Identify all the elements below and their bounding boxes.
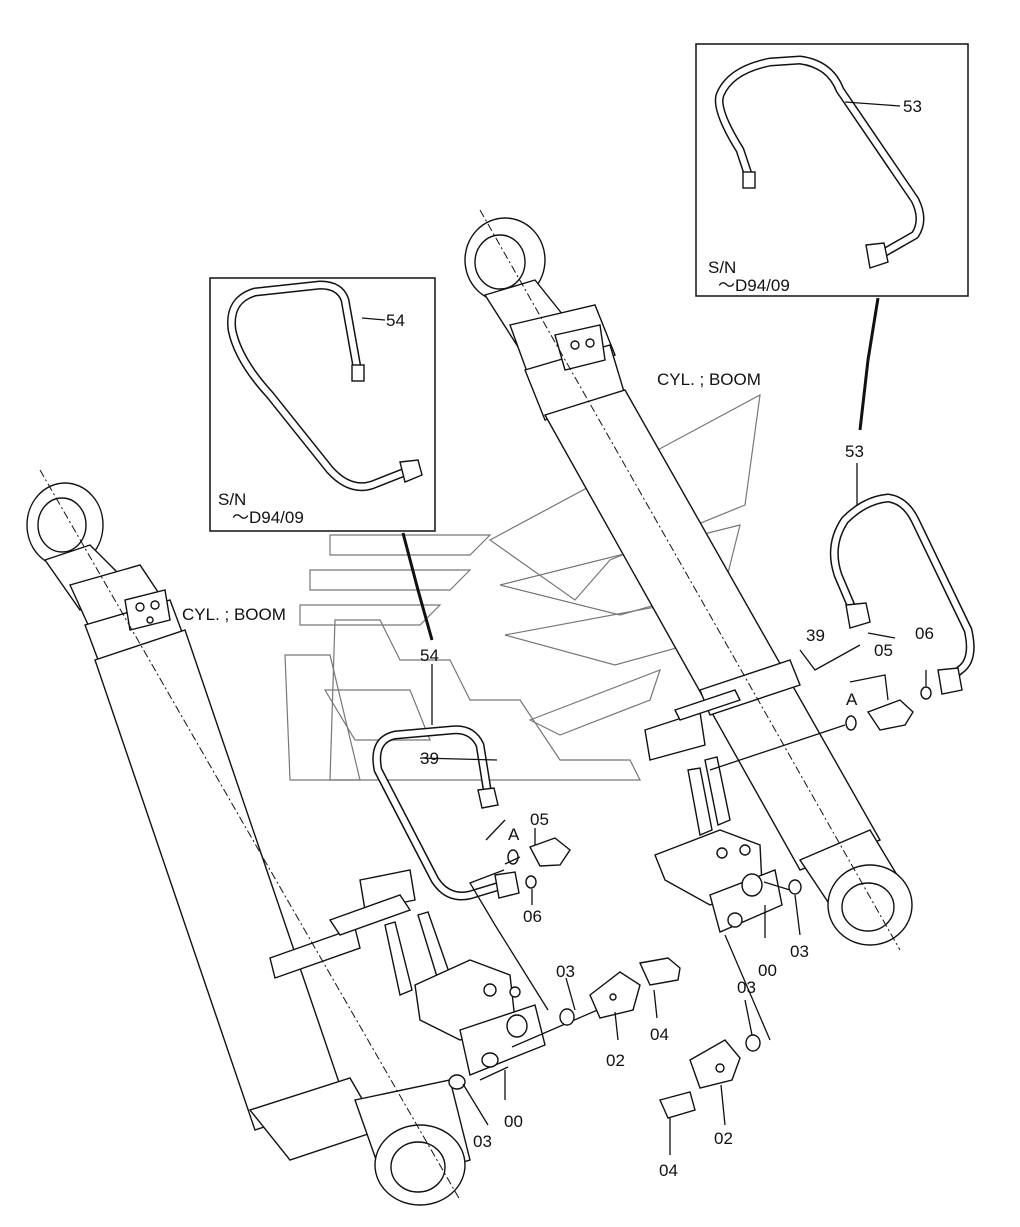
inset-left-sn-line1: S/N (218, 490, 246, 509)
left-valve-assembly (328, 757, 681, 1126)
callout-04-bottom: 04 (659, 1161, 678, 1180)
inset-right-sn-line2: ～D94/09 (718, 276, 790, 295)
callout-54: 54 (420, 646, 439, 665)
callout-53: 53 (845, 442, 864, 461)
callout-05-left: 05 (530, 810, 549, 829)
callout-00-right: 00 (758, 961, 777, 980)
callout-06-right: 06 (915, 624, 934, 643)
callout-02-mid: 02 (606, 1051, 625, 1070)
callout-03-mid: 03 (556, 962, 575, 981)
left-boom-cylinder (26, 469, 471, 1206)
callout-a-left: A (508, 825, 520, 844)
inset-right-part-label: 53 (903, 97, 922, 116)
cylinder-label-right: CYL. ; BOOM (657, 370, 761, 389)
pipe-54 (372, 664, 520, 901)
inset-left-part-label: 54 (386, 311, 405, 330)
right-valve-assembly (644, 632, 932, 1155)
callout-39-right: 39 (806, 626, 825, 645)
inset-left: 54 S/N ～D94/09 (209, 277, 436, 641)
inset-right-sn-line1: S/N (708, 258, 736, 277)
callout-39-left: 39 (420, 749, 439, 768)
callout-03-right: 03 (790, 942, 809, 961)
callout-00-left: 00 (504, 1112, 523, 1131)
inset-left-sn-line2: ～D94/09 (232, 508, 304, 527)
callout-05-right: 05 (874, 641, 893, 660)
right-boom-cylinder (464, 209, 913, 951)
pipe-53 (829, 463, 975, 695)
inset-left-frame (209, 277, 436, 532)
callout-a-right: A (846, 690, 858, 709)
callout-03-left-bottom: 03 (473, 1132, 492, 1151)
callout-02-bottom: 02 (714, 1129, 733, 1148)
inset-right: 53 S/N ～D94/09 (695, 43, 969, 431)
callout-04-mid: 04 (650, 1025, 669, 1044)
cylinder-label-left: CYL. ; BOOM (182, 605, 286, 624)
inset-right-frame (695, 43, 969, 297)
callout-06-left: 06 (523, 907, 542, 926)
callout-03-right-mid: 03 (737, 978, 756, 997)
